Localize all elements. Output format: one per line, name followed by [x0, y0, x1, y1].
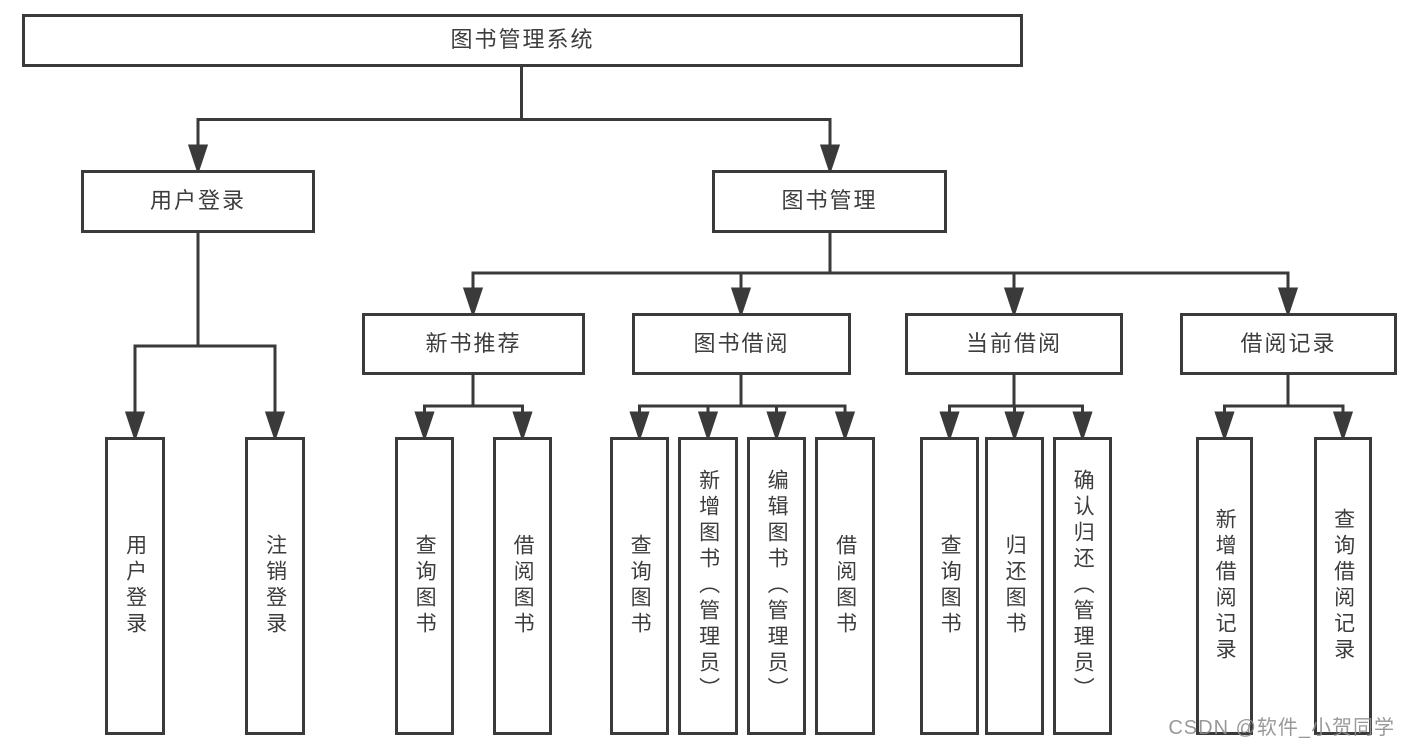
arrow-current-borrow	[1003, 287, 1025, 318]
arrow-leaf-edit-book-admin	[766, 411, 787, 442]
node-current-borrow: 当前借阅	[905, 313, 1123, 375]
arrow-leaf-query-book-1	[414, 411, 435, 442]
node-leaf-logout: 注销登录	[245, 437, 305, 735]
node-leaf-borrow-book-1: 借阅图书	[493, 437, 552, 735]
node-leaf-confirm-return-admin: 确认归还（管理员）	[1053, 437, 1112, 735]
arrow-leaf-return-book	[1004, 411, 1025, 442]
arrow-leaf-query-borrow-record	[1332, 411, 1354, 442]
arrow-new-book-recommend	[462, 287, 484, 318]
arrow-book-borrow	[730, 287, 752, 318]
arrow-leaf-query-book-3	[939, 411, 960, 442]
arrow-leaf-add-borrow-record	[1214, 411, 1235, 442]
arrow-leaf-query-book-2	[629, 411, 650, 442]
node-leaf-add-borrow-record: 新增借阅记录	[1196, 437, 1253, 735]
node-leaf-query-book-2: 查询图书	[610, 437, 669, 735]
node-leaf-edit-book-admin: 编辑图书（管理员）	[747, 437, 806, 735]
node-leaf-user-login: 用户登录	[105, 437, 165, 735]
watermark: CSDN @软件_小贺同学	[1168, 717, 1395, 739]
node-borrow-records: 借阅记录	[1180, 313, 1397, 375]
arrow-leaf-borrow-book-2	[834, 411, 856, 442]
node-book-borrow: 图书借阅	[632, 313, 851, 375]
arrow-leaf-confirm-return	[1072, 411, 1093, 442]
node-leaf-query-borrow-record: 查询借阅记录	[1314, 437, 1372, 735]
node-new-book-recommend: 新书推荐	[362, 313, 585, 375]
node-leaf-query-book-3: 查询图书	[920, 437, 979, 735]
arrow-leaf-logout	[264, 411, 286, 442]
arrow-borrow-records	[1277, 287, 1299, 318]
node-user-login: 用户登录	[81, 170, 315, 233]
arrow-leaf-borrow-book-1	[512, 411, 533, 442]
node-leaf-borrow-book-2: 借阅图书	[815, 437, 875, 735]
arrow-leaf-add-book-admin	[697, 411, 719, 442]
node-leaf-add-book-admin: 新增图书（管理员）	[678, 437, 738, 735]
node-book-management: 图书管理	[712, 170, 947, 233]
node-root: 图书管理系统	[22, 14, 1023, 67]
arrow-user-login	[187, 144, 209, 175]
arrow-book-management	[819, 144, 841, 175]
node-leaf-return-book: 归还图书	[985, 437, 1044, 735]
node-leaf-query-book-1: 查询图书	[395, 437, 454, 735]
arrow-leaf-user-login	[124, 411, 146, 442]
